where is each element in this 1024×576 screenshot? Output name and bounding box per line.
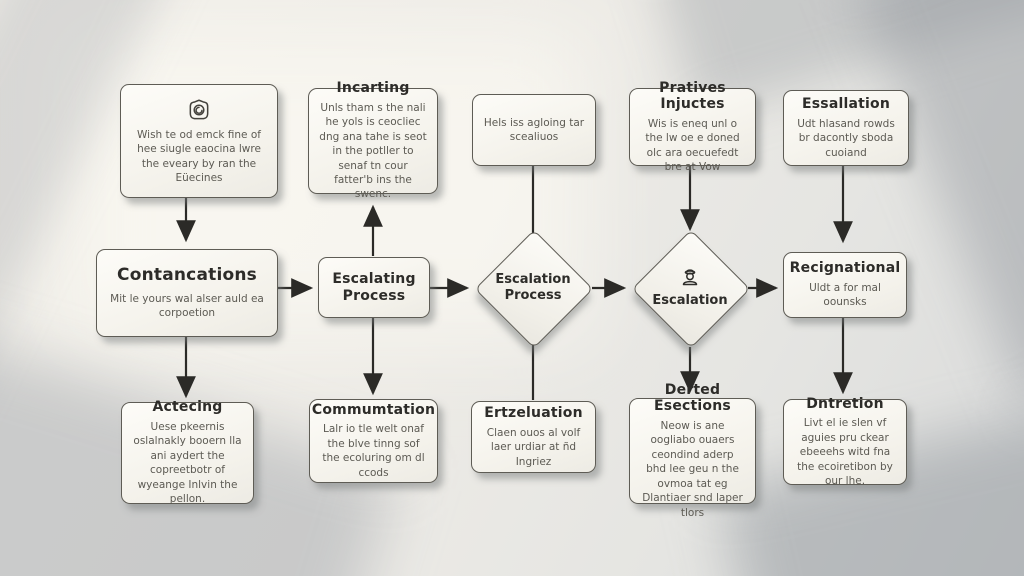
node-title: Escalation Process — [495, 272, 571, 303]
node-title: Dntretion — [806, 395, 884, 412]
node-title: Essallation — [802, 96, 890, 113]
node-body: Neow is ane oogliabo ouaers ceondind ade… — [642, 419, 743, 519]
node-title: Commumtation — [311, 401, 436, 418]
node-escalation-process-decision: Escalation Process — [474, 229, 594, 349]
node-body: Udt hlasand rowds br dacontly sboda cuoi… — [797, 117, 895, 159]
person-icon — [678, 267, 702, 291]
node-title: Ertzeluation — [484, 405, 583, 422]
node-derted-esections: Derted Esections Neow is ane oogliabo ou… — [629, 382, 756, 519]
node-incarting: Incarting Unls tham s the nali he yols i… — [308, 80, 438, 200]
node-title: Actecing — [152, 399, 223, 416]
node-title: Escalation — [652, 293, 728, 309]
node-body: Wish te od emck fine of hee siugle eaoci… — [137, 128, 261, 184]
node-actecing: Actecing Uese pkeernis oslalnakly booern… — [121, 399, 254, 506]
connector-arrows — [176, 166, 853, 400]
node-title: Escalating Process — [332, 270, 416, 304]
node-title: Recignational — [789, 260, 901, 277]
node-escalation-decision: Escalation — [631, 229, 751, 349]
node-body: Livt el ie slen vf aguies pru ckear ebee… — [797, 417, 893, 487]
node-body: Lalr io tle welt onaf the blve tinng sof… — [322, 423, 425, 479]
node-recignational: Recignational Uldt a for mal oounsks — [783, 252, 907, 318]
node-title: Pratives Injuctes — [659, 79, 726, 113]
node-title: Incarting — [336, 80, 410, 97]
node-contancations: Contancations Mit le yours wal alser aul… — [96, 249, 278, 337]
node-pratives-injuctes: Pratives Injuctes Wis is eneq unl o the … — [629, 80, 756, 173]
node-escalating-process: Escalating Process — [318, 257, 430, 318]
node-handling: Hels iss agloing tar scealiuos — [472, 94, 596, 166]
node-body: Hels iss agloing tar scealiuos — [483, 116, 585, 143]
node-body: Uldt a for mal oounsks — [809, 281, 881, 309]
node-dntretion: Dntretion Livt el ie slen vf aguies pru … — [783, 395, 907, 487]
node-title: Contancations — [117, 265, 257, 286]
node-body: Wis is eneq unl o the lw oe e doned olc … — [645, 117, 740, 173]
node-body: Uese pkeernis oslalnakly booern lla ani … — [133, 420, 242, 506]
node-ertzeluation: Ertzeluation Claen ouos al volf laer urd… — [471, 401, 596, 473]
node-label-group: Escalation — [632, 230, 748, 346]
node-commumtation: Commumtation Lalr io tle welt onaf the b… — [309, 399, 438, 483]
node-body: Unls tham s the nali he yols is ceocliec… — [319, 101, 427, 201]
node-security: Wish te od emck fine of hee siugle eaoci… — [120, 84, 278, 198]
node-essallation: Essallation Udt hlasand rowds br dacontl… — [783, 90, 909, 166]
node-body: Claen ouos al volf laer urdiar at ñd Ing… — [486, 426, 581, 468]
node-title: Derted Esections — [654, 381, 731, 415]
security-badge-icon — [186, 97, 212, 123]
node-body: Mit le yours wal alser auld ea corpoetio… — [110, 292, 264, 320]
